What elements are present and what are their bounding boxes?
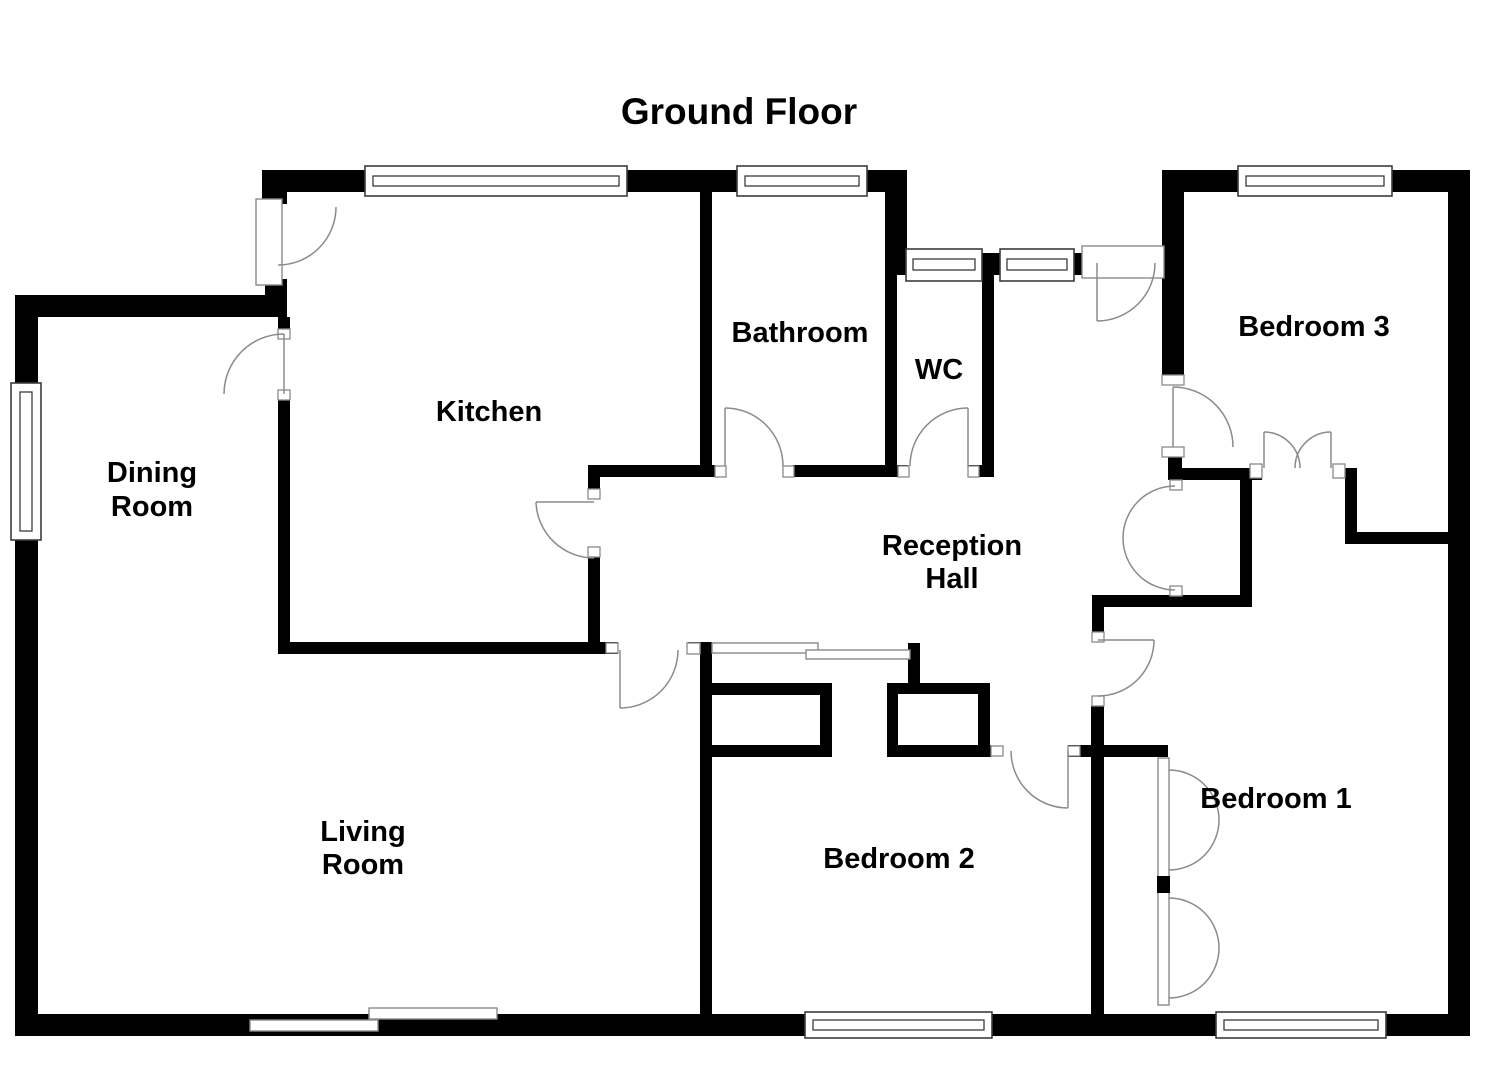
wall-segment xyxy=(15,295,287,317)
wc-window xyxy=(905,248,983,282)
wall-segment xyxy=(1345,468,1357,544)
kitchen-window xyxy=(364,165,628,197)
room-label-living-line2: Room xyxy=(322,849,404,881)
hall-window xyxy=(999,248,1075,282)
bedroom3-window xyxy=(1237,165,1393,197)
wall-segment xyxy=(265,279,287,317)
wall-segment xyxy=(1091,706,1104,1014)
labels: Ground Floor Dining Room Kitchen Bathroo… xyxy=(107,91,1390,881)
wall-segment xyxy=(278,400,290,642)
wall-segment xyxy=(712,683,822,695)
kitchen-hall-door xyxy=(535,488,601,559)
entrance-door xyxy=(1081,245,1165,322)
bedroom3-wardrobe-doors xyxy=(1249,431,1346,479)
windows xyxy=(10,165,1393,1039)
room-label-wc: WC xyxy=(915,354,963,386)
room-label-reception-line1: Reception xyxy=(882,530,1022,562)
wall-segment xyxy=(1092,607,1104,632)
hall-cupboard-doors xyxy=(1122,479,1183,597)
wall-segment xyxy=(820,683,832,757)
wall-segment xyxy=(1168,468,1262,480)
wall-segment xyxy=(885,170,907,253)
bedroom1-door xyxy=(1091,631,1155,707)
wall-segment xyxy=(588,477,600,491)
bathroom-window xyxy=(736,165,868,197)
wall-segment xyxy=(700,192,712,468)
room-label-bedroom1: Bedroom 1 xyxy=(1200,783,1351,815)
bathroom-door xyxy=(714,407,795,478)
dining-door xyxy=(223,328,291,401)
wall-segment xyxy=(908,643,920,689)
entry-door xyxy=(255,198,337,286)
walls xyxy=(15,170,1470,1036)
living-sliding-door xyxy=(249,1007,498,1032)
living-room-door xyxy=(605,642,701,709)
wall-segment xyxy=(1240,480,1252,607)
wall-segment xyxy=(982,253,994,477)
doors xyxy=(223,198,1346,1006)
wall-segment xyxy=(887,745,991,757)
room-label-bedroom2: Bedroom 2 xyxy=(823,843,974,875)
wall-segment xyxy=(1068,745,1168,757)
room-label-reception-line2: Hall xyxy=(925,563,978,595)
wall-segment xyxy=(887,683,898,757)
bedroom2-door xyxy=(990,745,1081,809)
wall-segment xyxy=(885,253,897,477)
wall-segment xyxy=(978,683,990,745)
dining-window xyxy=(10,382,42,541)
wall-segment xyxy=(793,465,908,477)
wall-segment xyxy=(1448,170,1470,1036)
bedroom2-window xyxy=(804,1011,993,1039)
room-label-kitchen: Kitchen xyxy=(436,396,542,428)
wall-segment xyxy=(887,683,990,694)
room-label-dining-line1: Dining xyxy=(107,457,197,489)
wall-segment xyxy=(278,317,290,329)
bedroom3-door xyxy=(1161,374,1234,458)
room-label-bedroom3: Bedroom 3 xyxy=(1238,311,1389,343)
wall-segment xyxy=(588,557,600,642)
room-label-dining-line2: Room xyxy=(111,491,193,523)
wall-segment xyxy=(1162,192,1184,377)
wall-segment xyxy=(700,745,832,757)
room-label-bathroom: Bathroom xyxy=(732,317,869,349)
wall-segment xyxy=(278,642,618,654)
wall-segment xyxy=(588,465,715,477)
page-title: Ground Floor xyxy=(621,91,857,132)
bedroom1-window xyxy=(1215,1011,1387,1039)
wall-segment xyxy=(1092,595,1252,607)
room-label-living-line1: Living xyxy=(320,816,405,848)
wall-segment xyxy=(1345,532,1448,544)
wall-segment xyxy=(700,642,712,1014)
bedroom2-closet-front xyxy=(686,642,911,660)
wc-door xyxy=(897,407,980,478)
bedroom1-wardrobe-doors xyxy=(1157,757,1220,1006)
